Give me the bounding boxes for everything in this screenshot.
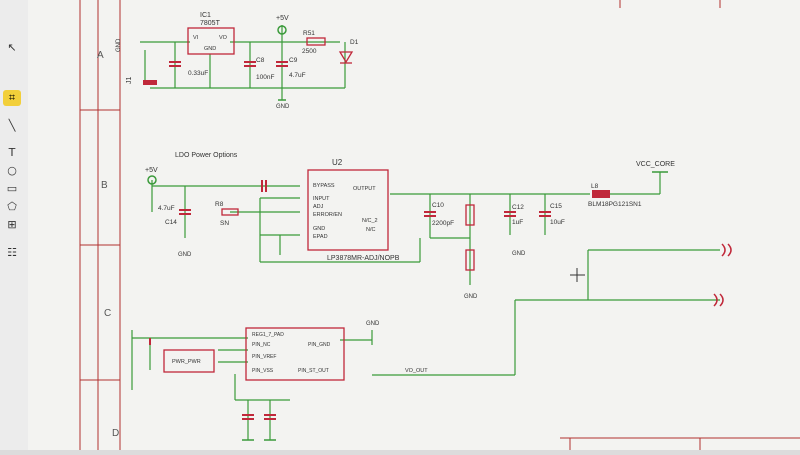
u2-pin-gnd: GND <box>313 226 325 232</box>
section-c-regulator: PWR_PWR REG1_7_PAD PIN_NC PIN_VREF PIN_V… <box>131 321 428 441</box>
r8-symbol[interactable] <box>221 208 239 216</box>
section-b-ldo: LDO Power Options +5V 4.7uF <box>145 152 675 300</box>
gnd-label-b1: GND <box>178 252 192 258</box>
ic1-part: 7805T <box>200 20 221 27</box>
line-icon[interactable]: ╲ <box>8 119 16 132</box>
l8-name: L8 <box>591 183 599 190</box>
vcc-top-symbol <box>277 25 287 35</box>
c8-value: 100nF <box>256 74 274 81</box>
c8-name: C8 <box>256 57 265 64</box>
gnd-label-b3: GND <box>512 251 526 257</box>
u2-part: LP3878MR-ADJ/NOPB <box>327 255 400 262</box>
ic1-name: IC1 <box>200 12 211 19</box>
reg2-title: REG1_7_PAD <box>252 332 284 338</box>
gnd-label-b2: GND <box>464 294 478 300</box>
schematic-drawing: A B C D J1 GND IC1 7805T VI VO GND <box>79 0 800 450</box>
ldo-title: LDO Power Options <box>175 152 238 159</box>
u2-symbol[interactable] <box>307 169 389 251</box>
c9-value: 4.7uF <box>289 72 306 79</box>
c15-value: 10uF <box>550 219 565 226</box>
j1-label: J1 <box>126 77 133 85</box>
r51-name: R51 <box>303 30 315 37</box>
ic1-pin-gnd: GND <box>204 46 216 52</box>
r-feedback-top[interactable] <box>465 204 475 226</box>
vcc-mid-label: +5V <box>145 167 158 174</box>
rect-icon[interactable]: ▭ <box>6 182 18 195</box>
c12-name: C12 <box>512 204 524 211</box>
circle-icon[interactable]: ○ <box>7 164 17 177</box>
reg2-pin-gnd: PIN_GND <box>308 342 331 348</box>
vcc-core-label: VCC_CORE <box>636 161 675 168</box>
d1-name: D1 <box>350 39 359 46</box>
ic1-pin-vo: VO <box>219 35 228 41</box>
r8-name: R8 <box>215 201 224 208</box>
text-icon[interactable]: T <box>8 146 16 159</box>
cap-033-value: 0.33uF <box>188 70 208 77</box>
u2-pin-input: INPUT <box>313 196 330 202</box>
reg2-inner-label: PWR_PWR <box>172 359 201 365</box>
polygon-icon[interactable]: ⬠ <box>7 200 17 213</box>
l8-ferrite[interactable] <box>592 190 610 198</box>
u2-pin-output: OUTPUT <box>353 186 376 192</box>
reg2-pin-nc: PIN_NC <box>252 342 271 348</box>
reg2-pin-st-out: PIN_ST_OUT <box>298 368 329 374</box>
gnd-label-a2: GND <box>276 104 290 110</box>
c9-name: C9 <box>289 57 298 64</box>
c15-name: C15 <box>550 203 562 210</box>
row-label-a: A <box>97 50 104 61</box>
row-label-d: D <box>112 428 119 439</box>
schematic-canvas[interactable]: A B C D J1 GND IC1 7805T VI VO GND <box>28 0 800 450</box>
section-a-regulator: J1 GND IC1 7805T VI VO GND 0.33uF C8 100… <box>116 12 359 110</box>
reg2-subblock[interactable] <box>163 349 215 373</box>
u2-pin-nc: N/C <box>366 227 376 233</box>
hand-icon[interactable]: ⌗ <box>3 90 21 106</box>
info-icon[interactable]: ☷ <box>7 246 17 259</box>
r-feedback-bottom[interactable] <box>465 249 475 271</box>
j1-connector[interactable] <box>143 80 157 85</box>
row-label-c: C <box>104 308 111 319</box>
vcc-mid-symbol <box>147 175 157 185</box>
u2-name: U2 <box>332 158 343 167</box>
pointer-icon[interactable]: ↖ <box>7 41 17 54</box>
label-icon[interactable]: ⊞ <box>7 218 17 231</box>
reg2-symbol[interactable] <box>245 327 345 381</box>
r51-symbol[interactable] <box>306 37 326 46</box>
l8-part: BLM18PG121SN1 <box>588 201 642 208</box>
c14-value: 4.7uF <box>158 205 175 212</box>
r51-value: 2500 <box>302 48 317 55</box>
ic1-pin-vi: VI <box>193 35 199 41</box>
u2-pin-error: ERROR/EN <box>313 212 342 218</box>
d1-symbol[interactable] <box>338 51 354 64</box>
reg2-pin-vss: PIN_VSS <box>252 368 274 374</box>
net-vo-label: VO_OUT <box>405 368 428 374</box>
reg2-pin-vref: PIN_VREF <box>252 354 276 360</box>
c12-value: 1uF <box>512 219 523 226</box>
u2-pin-nc2: N/C_2 <box>362 218 378 224</box>
row-label-b: B <box>101 180 108 191</box>
c10-name: C10 <box>432 202 444 209</box>
gnd-label-a1: GND <box>116 38 122 52</box>
gnd-label-c1: GND <box>366 321 380 327</box>
c10-value: 2200pF <box>432 220 454 227</box>
tool-palette: ↖ ⌗ ╲ T ○ ▭ ⬠ ⊞ ☷ <box>0 0 29 450</box>
drawing-frame <box>79 0 800 450</box>
r8-value: SN <box>220 220 229 227</box>
u2-pin-adj: ADJ <box>313 204 324 210</box>
c14-name: C14 <box>165 219 177 226</box>
right-bus-wires <box>372 249 720 376</box>
u2-pin-epad: EPAD <box>313 234 328 240</box>
u2-pin-bypass: BYPASS <box>313 183 335 189</box>
ic1-symbol[interactable] <box>187 27 235 55</box>
connector-symbols <box>713 243 732 307</box>
vcc-top-label: +5V <box>276 15 289 22</box>
